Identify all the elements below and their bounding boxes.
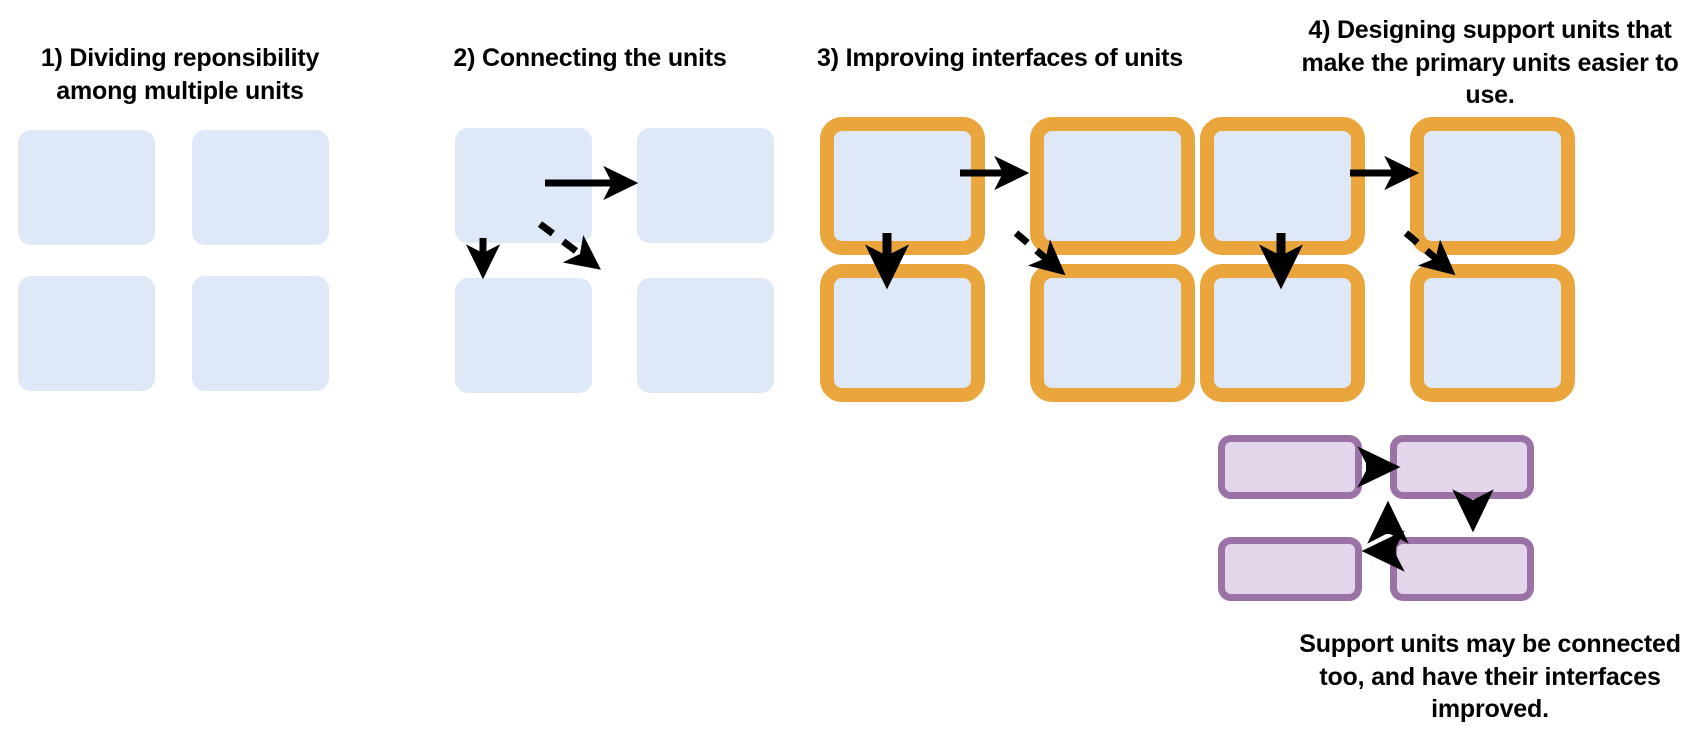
panel-support-units: 4) Designing support units that make the… [1200,0,1700,732]
panel-1-unit-bottom-right [192,276,329,391]
panel-4-support-unit-bottom-right [1390,537,1534,601]
panel-4-unit-bottom-left [1200,264,1365,402]
panel-2-unit-bottom-right [637,278,774,393]
panel-4-unit-bottom-right [1410,264,1575,402]
panel-2-unit-top-left [455,128,592,243]
panel-3-unit-bottom-left [820,264,985,402]
panel-3-unit-bottom-right [1030,264,1195,402]
panel-2-unit-top-right [637,128,774,243]
panel-3-title: 3) Improving interfaces of units [817,44,1183,72]
panel-dividing-responsibility: 1) Dividing reponsibility among multiple… [0,0,360,732]
panel-4-caption: Support units may be connected too, and … [1299,630,1681,723]
panel-3-unit-top-right [1030,117,1195,255]
panel-2-unit-bottom-left [455,278,592,393]
panel-4-support-unit-top-right [1390,435,1534,499]
panel-1-unit-top-right [192,130,329,245]
panel-connecting-units: 2) Connecting the units [400,0,780,732]
panel-improving-interfaces: 3) Improving interfaces of units [790,0,1210,732]
panel-2-title: 2) Connecting the units [453,44,727,72]
panel-3-unit-top-left [820,117,985,255]
panel-1-unit-bottom-left [18,276,155,391]
panel-4-title: 4) Designing support units that make the… [1301,16,1679,109]
panel-4-support-unit-bottom-left [1218,537,1362,601]
panel-1-unit-top-left [18,130,155,245]
panel-4-unit-top-left [1200,117,1365,255]
panel-1-title: 1) Dividing reponsibility among multiple… [40,44,320,105]
panel-4-unit-top-right [1410,117,1575,255]
panel-4-support-unit-top-left [1218,435,1362,499]
